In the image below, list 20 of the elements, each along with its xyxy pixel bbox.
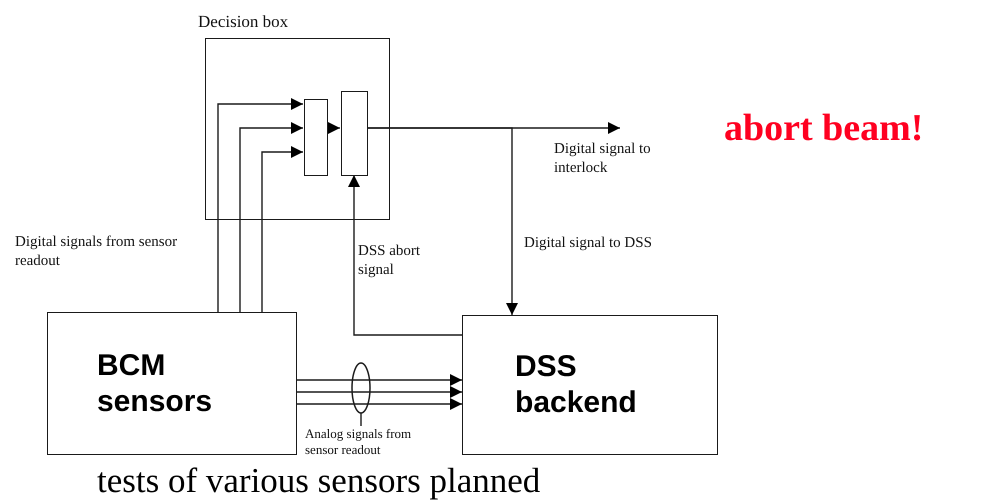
signal-arrow [327,122,340,134]
signal-arrow [348,175,462,336]
signal-arrow [239,122,303,312]
system-box [462,315,718,455]
leader-line [360,413,362,426]
logic-block [304,99,328,176]
box-label: DSS backend [515,349,638,421]
note-text: tests of various sensors planned [97,462,540,500]
alert-text: abort beam! [724,106,924,150]
edge-label: Digital signal to DSS [523,234,653,253]
signal-arrow [297,398,462,410]
signal-arrow [261,146,303,312]
box-label: BCM sensors [97,348,214,420]
logic-block [341,91,368,176]
system-box [47,312,297,455]
signal-arrow [297,386,462,398]
signal-arrow [297,374,462,386]
box-title: Decision box [198,12,288,32]
signal-arrow [217,98,303,312]
signal-arrow [367,127,518,315]
